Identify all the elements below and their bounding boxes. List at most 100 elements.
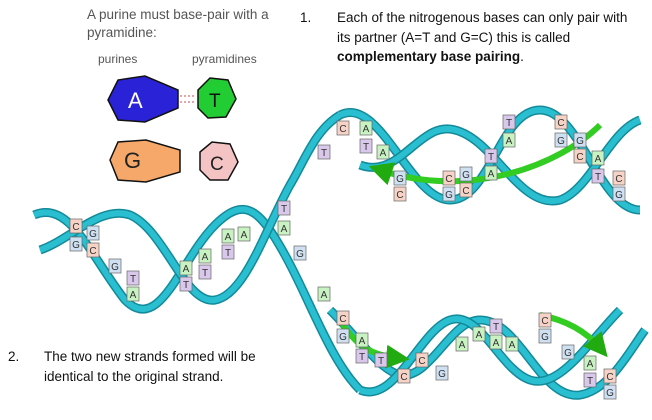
- note1-number: 1.: [300, 10, 312, 25]
- svg-text:G: G: [564, 348, 572, 359]
- base-pair: A: [359, 120, 373, 136]
- base-pair: A: [591, 150, 605, 166]
- svg-text:A: A: [488, 169, 495, 180]
- purine-g-shape: [109, 139, 181, 183]
- svg-text:G: G: [462, 170, 470, 181]
- base-pair: T: [502, 114, 516, 130]
- note1-text-end: .: [520, 49, 524, 64]
- base-pair: C: [336, 120, 350, 136]
- svg-text:T: T: [595, 172, 601, 183]
- base-pair: T: [221, 244, 235, 260]
- base-pair: G: [393, 170, 407, 186]
- svg-text:A: A: [595, 154, 602, 165]
- svg-text:G: G: [541, 332, 549, 343]
- base-pair: T: [126, 270, 140, 286]
- svg-text:G: G: [72, 240, 80, 251]
- base-pair: C: [393, 186, 407, 202]
- svg-text:C: C: [541, 316, 548, 327]
- base-pair: A: [472, 326, 486, 342]
- base-pair: T: [277, 200, 291, 216]
- svg-text:C: C: [576, 152, 583, 163]
- svg-text:A: A: [321, 290, 328, 301]
- note1-text-plain: Each of the nitrogenous bases can only p…: [337, 10, 628, 45]
- purine-g-letter: G: [124, 148, 141, 173]
- base-pair: G: [69, 236, 83, 252]
- note1-text-bold: complementary base pairing: [337, 49, 521, 64]
- base-pair: A: [355, 332, 369, 348]
- svg-text:C: C: [445, 174, 452, 185]
- base-pair: C: [69, 218, 83, 234]
- svg-text:C: C: [462, 186, 469, 197]
- base-pair: C: [603, 368, 617, 384]
- base-pair: T: [179, 276, 193, 292]
- base-pair: G: [459, 166, 473, 182]
- note2-text: The two new strands formed will be ident…: [44, 349, 256, 384]
- base-pair: A: [317, 286, 331, 302]
- svg-text:C: C: [400, 372, 407, 383]
- svg-text:A: A: [506, 136, 513, 147]
- base-pair: A: [376, 144, 390, 160]
- base-rungs: C G G C G T A A T A T A T A T A G T C A …: [69, 114, 626, 400]
- base-pair: G: [442, 186, 456, 202]
- base-pair: T: [355, 348, 369, 364]
- svg-text:C: C: [89, 246, 96, 257]
- base-pair: A: [277, 220, 291, 236]
- base-pair: G: [293, 245, 307, 261]
- base-pair: C: [612, 170, 626, 186]
- pyrimidine-t-letter: T: [209, 91, 221, 112]
- svg-text:C: C: [557, 118, 564, 129]
- svg-text:T: T: [183, 280, 189, 291]
- svg-text:T: T: [281, 204, 287, 215]
- base-pair: A: [505, 336, 519, 352]
- svg-text:G: G: [445, 190, 453, 201]
- svg-text:T: T: [225, 248, 231, 259]
- base-pair: G: [612, 186, 626, 202]
- svg-text:G: G: [576, 136, 584, 147]
- base-pair: A: [583, 355, 597, 371]
- svg-text:T: T: [587, 376, 593, 387]
- base-pair: A: [455, 336, 469, 352]
- base-pair: C: [397, 368, 411, 384]
- base-pair: T: [359, 138, 373, 154]
- svg-text:T: T: [493, 322, 499, 333]
- base-pair: G: [573, 132, 587, 148]
- base-pair: A: [237, 226, 251, 242]
- base-pair: T: [374, 352, 388, 368]
- svg-text:A: A: [587, 359, 594, 370]
- base-pair: G: [86, 225, 100, 241]
- base-pair: T: [484, 148, 498, 164]
- purines-label: purines: [98, 52, 138, 66]
- svg-text:G: G: [615, 190, 623, 201]
- note1-text: Each of the nitrogenous bases can only p…: [337, 8, 642, 67]
- base-pair: G: [336, 328, 350, 344]
- base-pair: C: [415, 352, 429, 368]
- svg-text:G: G: [557, 136, 565, 147]
- legend-pair-gc: G C: [109, 139, 239, 183]
- svg-text:A: A: [225, 232, 232, 243]
- base-pair: T: [198, 264, 212, 280]
- svg-text:A: A: [359, 336, 366, 347]
- svg-text:A: A: [241, 230, 248, 241]
- base-pair: A: [198, 248, 212, 264]
- base-pair: T: [317, 144, 331, 160]
- svg-text:T: T: [488, 152, 494, 163]
- svg-text:C: C: [615, 174, 622, 185]
- base-pair: C: [86, 242, 100, 258]
- svg-text:A: A: [493, 338, 500, 349]
- base-pair: A: [484, 165, 498, 181]
- legend-pair-at: A T: [107, 75, 237, 123]
- note-complementary-pairing: 1. Each of the nitrogenous bases can onl…: [300, 8, 650, 70]
- base-pair: A: [179, 260, 193, 276]
- base-pair: C: [573, 148, 587, 164]
- svg-text:A: A: [476, 330, 483, 341]
- purine-a-letter: A: [128, 88, 143, 113]
- svg-text:A: A: [363, 124, 370, 135]
- base-pair: C: [554, 114, 568, 130]
- base-pair: T: [583, 372, 597, 388]
- svg-text:C: C: [418, 356, 425, 367]
- svg-text:C: C: [339, 124, 346, 135]
- base-pair: A: [502, 132, 516, 148]
- svg-text:A: A: [183, 264, 190, 275]
- base-pair: C: [459, 182, 473, 198]
